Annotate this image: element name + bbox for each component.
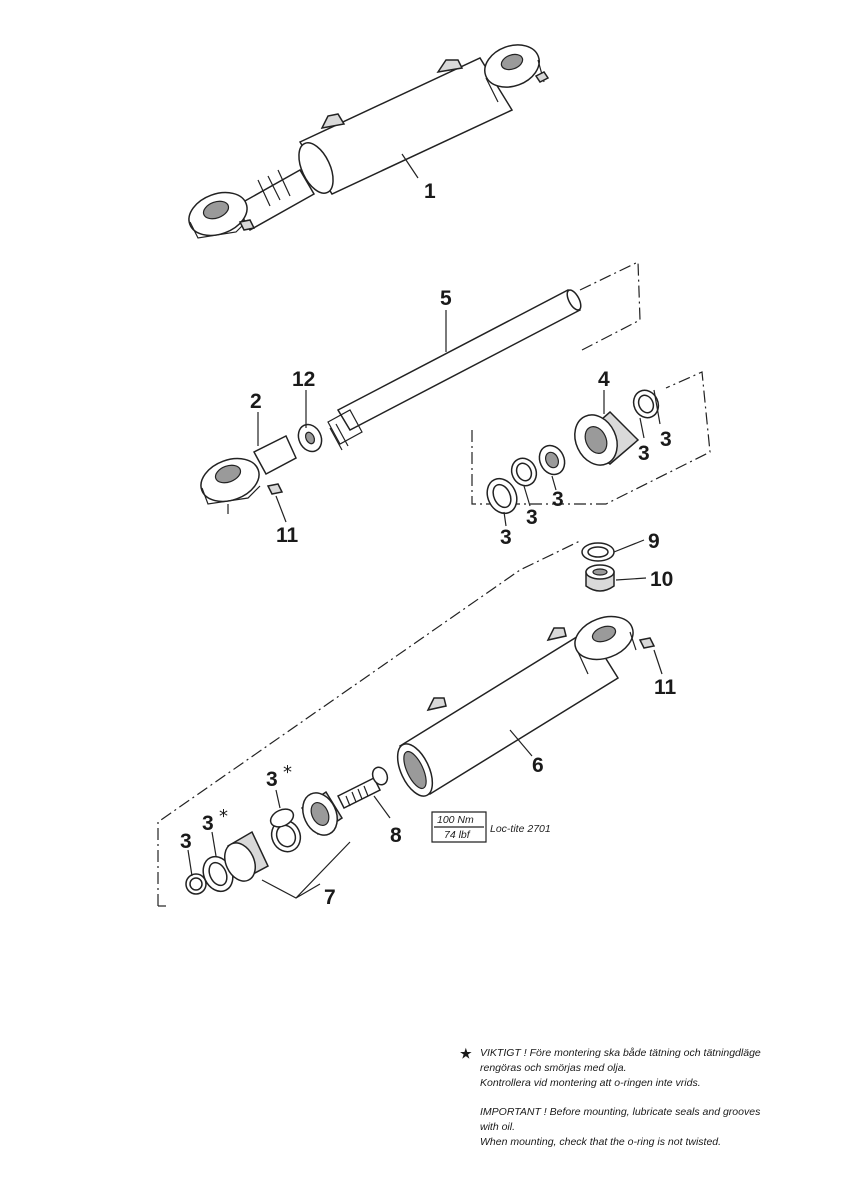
torque-compound: Loc-tite 2701 [490, 823, 551, 835]
note-en-line-3: When mounting, check that the o-ring is … [480, 1136, 722, 1148]
callout-star-c: * [283, 762, 292, 783]
callout-5: 5 [440, 287, 452, 310]
callout-8: 8 [390, 824, 402, 847]
callout-3-mid-c: 3 [500, 526, 512, 549]
note-sv-line-3: Kontrollera vid montering att o-ringen i… [480, 1077, 701, 1089]
callout-star-b: * [219, 806, 228, 827]
bolt-part [336, 766, 389, 810]
assembly-notes: ★ VIKTIGT ! Före montering ska både tätn… [460, 1046, 842, 1150]
callout-12: 12 [292, 368, 315, 391]
note-en-line-2: with oil. [480, 1121, 516, 1133]
callout-7: 7 [324, 886, 336, 909]
cylinder-head-parts [185, 790, 351, 899]
torque-spec-box [431, 811, 487, 843]
callout-10: 10 [650, 568, 673, 591]
callout-9: 9 [648, 530, 660, 553]
callout-3-lower-b: 3 [202, 812, 214, 835]
callout-11-lower: 11 [654, 676, 677, 699]
callout-4: 4 [598, 368, 610, 391]
note-sv-line-2: rengöras och smörjas med olja. [480, 1062, 627, 1074]
callout-2: 2 [250, 390, 262, 413]
leader-lines [187, 153, 663, 877]
piston-seal-boundary [471, 371, 711, 505]
callout-3-upper-right-a: 3 [660, 428, 672, 451]
assembled-cylinder [188, 44, 550, 239]
cylinder-barrel [396, 615, 656, 797]
note-sv-line-1: VIKTIGT ! Före montering ska både tätnin… [480, 1047, 761, 1059]
note-star: ★ [460, 1046, 472, 1061]
callout-1: 1 [424, 180, 436, 203]
callout-3-lower-a: 3 [180, 830, 192, 853]
callout-3-upper-right-b: 3 [638, 442, 650, 465]
rod-boundary [579, 261, 641, 351]
piston-seal-parts [486, 389, 660, 515]
torque-lbf: 74 lbf [444, 829, 471, 841]
callout-3-mid-a: 3 [552, 488, 564, 511]
washer-parts [581, 542, 615, 592]
piston-rod-assembly [200, 289, 582, 514]
callout-3-lower-c: 3 [266, 768, 278, 791]
callout-11-upper: 11 [276, 524, 299, 547]
callout-3-mid-b: 3 [526, 506, 538, 529]
torque-nm: 100 Nm [437, 814, 474, 826]
head-boundary [157, 539, 583, 906]
note-en-line-1: IMPORTANT ! Before mounting, lubricate s… [480, 1106, 761, 1118]
callout-6: 6 [532, 754, 544, 777]
